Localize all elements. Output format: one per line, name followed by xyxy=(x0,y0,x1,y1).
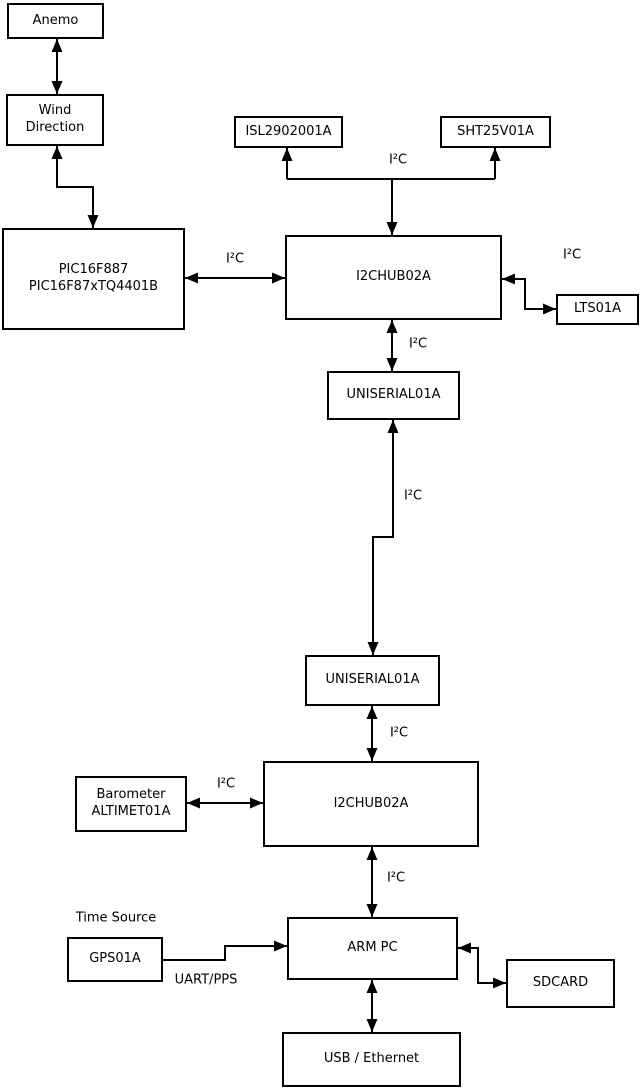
edge-label-i2c-sensors-bus: I²C xyxy=(388,152,408,168)
node-arm-pc: ARM PC xyxy=(287,917,458,980)
node-uniserial-top: UNISERIAL01A xyxy=(327,371,460,420)
node-lts-sensor: LTS01A xyxy=(556,294,639,325)
node-uniserial-bottom-label: UNISERIAL01A xyxy=(325,672,420,688)
edge-label-i2c-pic-hub: I²C xyxy=(225,251,245,267)
node-isl-sensor: ISL2902001A xyxy=(234,116,343,148)
node-pic-label-line1: PIC16F887 xyxy=(58,262,129,278)
node-isl-label: ISL2902001A xyxy=(245,123,332,139)
node-sht-label: SHT25V01A xyxy=(457,123,534,139)
node-i2c-hub-bottom: I2CHUB02A xyxy=(263,761,479,847)
node-wind-direction-label-line1: Wind xyxy=(38,103,72,119)
node-sdcard: SDCARD xyxy=(506,959,615,1008)
node-anemometer: Anemo xyxy=(7,3,104,39)
node-pic-label-line2: PIC16F87xTQ4401B xyxy=(28,279,159,294)
node-wind-direction: Wind Direction xyxy=(6,94,104,146)
connector-uniserial1-uniserial2 xyxy=(367,420,399,655)
edge-label-i2c-uniserial-link: I²C xyxy=(403,488,423,504)
connector-wind-pic xyxy=(51,146,99,228)
node-wind-direction-label-line2: Direction xyxy=(25,120,85,135)
node-i2c-hub-bottom-label: I2CHUB02A xyxy=(333,795,409,811)
connector-hub1-lts xyxy=(502,273,556,315)
node-anemometer-label: Anemo xyxy=(32,12,79,28)
node-i2c-hub-top: I2CHUB02A xyxy=(285,235,502,320)
node-barometer: Barometer ALTIMET01A xyxy=(75,776,187,832)
node-arm-pc-label: ARM PC xyxy=(347,940,398,956)
node-sdcard-label: SDCARD xyxy=(532,975,589,991)
node-gps: GPS01A xyxy=(67,937,163,982)
node-gps-label: GPS01A xyxy=(89,951,141,967)
node-lts-label: LTS01A xyxy=(573,301,622,317)
edge-label-i2c-uniserial-hub2: I²C xyxy=(389,725,409,741)
node-usb-ethernet: USB / Ethernet xyxy=(282,1032,461,1087)
connector-gps-armpc xyxy=(163,940,287,961)
node-pic-microcontroller: PIC16F887 PIC16F87xTQ4401B xyxy=(2,228,185,330)
node-uniserial-bottom: UNISERIAL01A xyxy=(305,655,440,706)
edge-label-i2c-hub-lts: I²C xyxy=(562,247,582,263)
edge-label-i2c-hub2-arm: I²C xyxy=(386,870,406,886)
edge-label-time-source: Time Source xyxy=(75,910,157,926)
edge-label-i2c-hub-uniserial: I²C xyxy=(408,336,428,352)
connector-armpc-sdcard xyxy=(458,942,506,989)
node-uniserial-top-label: UNISERIAL01A xyxy=(346,387,441,403)
node-usb-ethernet-label: USB / Ethernet xyxy=(323,1051,420,1067)
edge-label-uart-pps: UART/PPS xyxy=(174,972,238,988)
node-sht-sensor: SHT25V01A xyxy=(440,116,551,148)
node-i2c-hub-top-label: I2CHUB02A xyxy=(356,269,431,285)
node-barometer-label-line2: ALTIMET01A xyxy=(91,804,171,819)
node-barometer-label-line1: Barometer xyxy=(96,787,166,803)
edge-label-i2c-barometer-hub2: I²C xyxy=(216,776,236,792)
